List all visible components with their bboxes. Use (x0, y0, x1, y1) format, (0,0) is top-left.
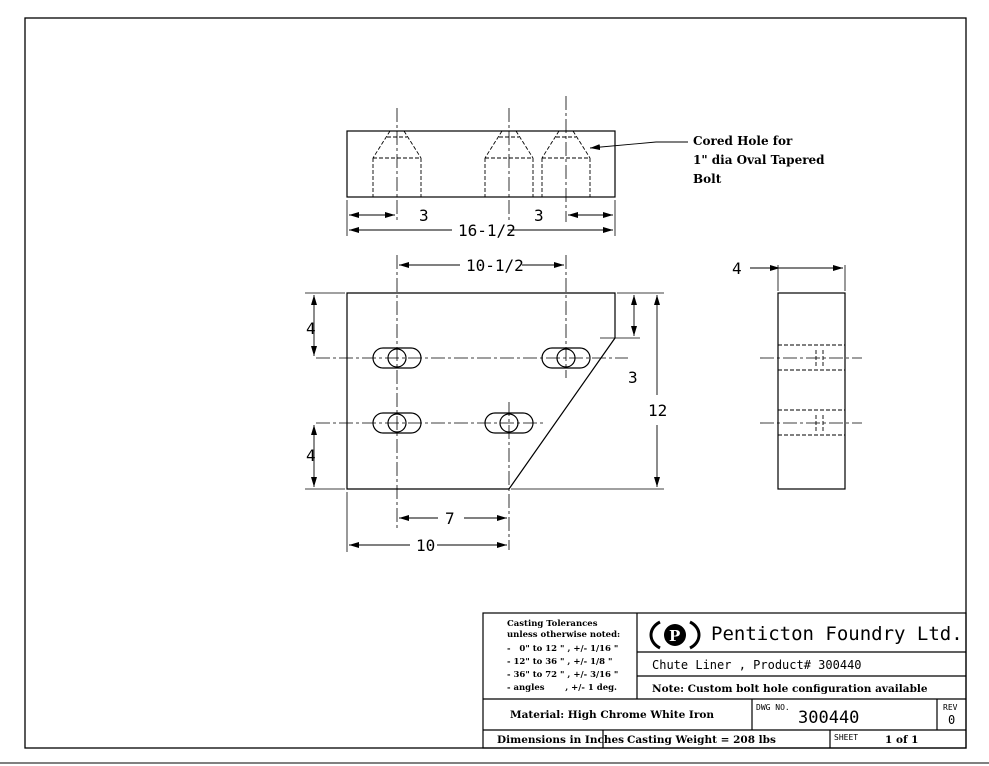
front-view (305, 255, 664, 552)
dim-thickness-4: 4 (732, 259, 742, 278)
tolerance-title: Casting Tolerances (507, 619, 598, 629)
dim-left-lower-4: 4 (306, 446, 316, 465)
sheet-value: 1 of 1 (885, 734, 918, 746)
rev-label: REV (943, 703, 958, 712)
dim-hole-spacing: 10-1/2 (466, 256, 524, 275)
dim-overall-length: 16-1/2 (458, 221, 516, 240)
tolerance-row: - angles , +/- 1 deg. (507, 683, 617, 693)
cored-hole-note: Cored Hole for 1" dia Oval Tapered Bolt (693, 134, 825, 186)
dimensions-units: Dimensions in Inches (497, 734, 624, 746)
top-view (346, 96, 688, 236)
rev-value: 0 (948, 713, 955, 727)
note-line-2: 1" dia Oval Tapered (693, 153, 825, 167)
dim-7: 7 (445, 509, 455, 528)
dim-left-upper-4: 4 (306, 319, 316, 338)
dim-top-right-3: 3 (534, 206, 544, 225)
sheet-label: SHEET (834, 733, 858, 742)
dim-height-12: 12 (648, 401, 667, 420)
tolerance-row: - 0" to 12 " , +/- 1/16 " (507, 644, 618, 654)
material: Material: High Chrome White Iron (510, 709, 714, 721)
side-view (750, 265, 862, 490)
casting-weight: Casting Weight = 208 lbs (627, 734, 776, 746)
dwg-number: 300440 (798, 708, 859, 728)
logo-letter: P (669, 627, 680, 645)
dim-top-left-3: 3 (419, 206, 429, 225)
note-line-1: Cored Hole for (693, 134, 793, 148)
tolerance-block: Casting Tolerances unless otherwise note… (507, 619, 620, 693)
tolerance-row: - 12" to 36 " , +/- 1/8 " (507, 657, 612, 667)
title-note: Note: Custom bolt hole configuration ava… (652, 683, 928, 695)
company-name: Penticton Foundry Ltd. (711, 623, 963, 645)
dwg-label: DWG NO. (756, 703, 790, 712)
tolerance-subtitle: unless otherwise noted: (507, 630, 620, 640)
dim-chamfer-3: 3 (628, 368, 638, 387)
dim-10: 10 (416, 536, 435, 555)
company-logo: P (649, 620, 701, 650)
title-block (482, 612, 967, 749)
part-name: Chute Liner , Product# 300440 (652, 658, 862, 672)
tolerance-row: - 36" to 72 " , +/- 3/16 " (507, 670, 618, 680)
note-line-3: Bolt (693, 172, 722, 186)
